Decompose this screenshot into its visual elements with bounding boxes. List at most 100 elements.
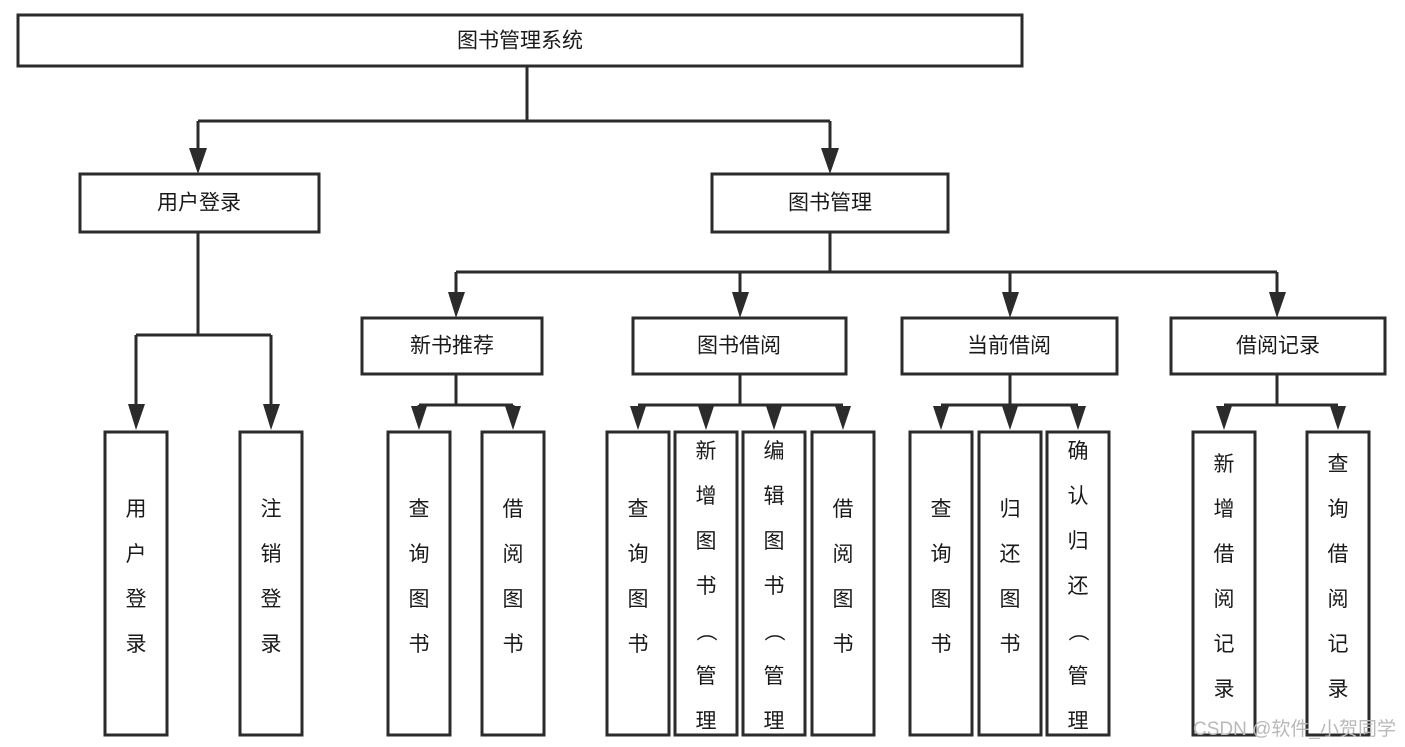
- leaf-label-current-query-glyph: 询: [931, 543, 952, 566]
- leaf-label-user-login-glyph: 录: [126, 633, 147, 656]
- leaf-label-borrow-edit-glyph: （: [762, 621, 785, 642]
- leaf-label-record-add-glyph: 录: [1214, 678, 1235, 701]
- node-root-box[interactable]: [16, 13, 1024, 68]
- node-user-login[interactable]: 用户登录: [78, 172, 321, 234]
- leaf-node-current-return[interactable]: [977, 430, 1043, 737]
- leaf-label-record-query-glyph: 查: [1328, 453, 1349, 476]
- node-new-book-recommend-label: 新书推荐: [410, 335, 494, 358]
- leaf-node-borrow-edit[interactable]: [741, 430, 807, 737]
- node-user-login-box[interactable]: [78, 172, 321, 234]
- leaf-borrow-lend-box[interactable]: [810, 430, 876, 737]
- node-borrow-record-box[interactable]: [1169, 316, 1387, 376]
- node-book-manage-label: 图书管理: [788, 192, 872, 215]
- node-book-manage-box[interactable]: [710, 172, 950, 234]
- leaf-node-newbook-borrow[interactable]: [480, 430, 546, 737]
- arrowhead-bookborrow-leaf-1: [630, 406, 646, 430]
- node-book-borrow-box[interactable]: [631, 316, 848, 376]
- node-new-book-recommend-box[interactable]: [360, 316, 544, 376]
- node-book-borrow[interactable]: 图书借阅: [631, 316, 848, 376]
- leaf-label-record-query-glyph: 记: [1328, 633, 1349, 656]
- leaf-user-login-box[interactable]: [103, 430, 169, 737]
- node-book-manage[interactable]: 图书管理: [710, 172, 950, 234]
- leaf-node-newbook-query[interactable]: [386, 430, 452, 737]
- leaf-newbook-query-box[interactable]: [386, 430, 452, 737]
- leaf-label-current-return-glyph: 书: [1000, 633, 1021, 656]
- leaf-label-record-add-glyph: 记: [1214, 633, 1235, 656]
- leaf-record-query-box[interactable]: [1305, 430, 1371, 737]
- leaf-record-add-box[interactable]: [1191, 430, 1257, 737]
- leaf-node-logout[interactable]: [238, 430, 304, 737]
- leaf-node-record-add[interactable]: [1191, 430, 1257, 737]
- leaf-current-return-box[interactable]: [977, 430, 1043, 737]
- node-borrow-record[interactable]: 借阅记录: [1169, 316, 1387, 376]
- leaf-label-borrow-add-glyph: 理: [696, 710, 717, 733]
- leaf-node-borrow-add[interactable]: [673, 430, 739, 737]
- leaf-label-newbook-borrow-glyph: 书: [503, 633, 524, 656]
- arrowhead-borrowrecord-leaf-1: [1216, 406, 1232, 430]
- arrowhead-leaf-user-login: [128, 404, 145, 430]
- leaf-label-borrow-add-glyph: 书: [696, 575, 717, 598]
- leaf-borrow-edit-box[interactable]: [741, 430, 807, 737]
- leaf-label-user-login-glyph: 登: [126, 588, 147, 611]
- leaf-borrow-query-box[interactable]: [605, 430, 671, 737]
- leaf-node-current-query[interactable]: [908, 430, 974, 737]
- leaf-label-borrow-query-glyph: 查: [628, 498, 649, 521]
- arrowhead-leaf-logout: [263, 404, 280, 430]
- arrowhead-bookborrow-leaf-4: [835, 406, 851, 430]
- leaf-label-record-query-glyph: 询: [1328, 498, 1349, 521]
- leaf-node-borrow-query[interactable]: [605, 430, 671, 737]
- node-user-login-label: 用户登录: [157, 192, 241, 215]
- leaf-label-logout-glyph: 登: [261, 588, 282, 611]
- leaf-label-newbook-borrow-glyph: 阅: [503, 543, 524, 566]
- node-current-borrow[interactable]: 当前借阅: [900, 316, 1119, 376]
- leaf-label-record-query-glyph: 录: [1328, 678, 1349, 701]
- leaf-label-borrow-query-glyph: 书: [628, 633, 649, 656]
- leaf-logout-box[interactable]: [238, 430, 304, 737]
- leaf-label-borrow-add-glyph: （: [694, 621, 717, 642]
- leaf-label-current-confirm-glyph: 归: [1068, 530, 1089, 553]
- leaf-label-current-confirm-glyph: 还: [1068, 575, 1089, 598]
- leaf-label-newbook-query-glyph: 询: [409, 543, 430, 566]
- leaf-label-current-query-glyph: 查: [931, 498, 952, 521]
- leaf-label-borrow-lend-glyph: 图: [833, 588, 854, 611]
- node-root-system[interactable]: 图书管理系统: [16, 13, 1024, 68]
- leaf-node-current-confirm[interactable]: [1045, 430, 1111, 737]
- leaf-newbook-borrow-box[interactable]: [480, 430, 546, 737]
- leaf-node-record-query[interactable]: [1305, 430, 1371, 737]
- leaf-label-borrow-query-glyph: 图: [628, 588, 649, 611]
- leaf-label-current-confirm-glyph: 认: [1068, 485, 1089, 508]
- leaf-label-user-login-glyph: 用: [126, 498, 147, 521]
- leaf-label-logout-glyph: 录: [261, 633, 282, 656]
- arrowhead-bookborrow-leaf-2: [698, 406, 714, 430]
- leaf-label-newbook-query-glyph: 查: [409, 498, 430, 521]
- node-current-borrow-box[interactable]: [900, 316, 1119, 376]
- csdn-watermark: CSDN @软件_小贺同学: [1193, 718, 1396, 740]
- leaf-node-borrow-lend[interactable]: [810, 430, 876, 737]
- leaf-label-borrow-edit-glyph: 书: [764, 575, 785, 598]
- leaf-label-borrow-lend-glyph: 书: [833, 633, 854, 656]
- leaf-label-borrow-edit-glyph: 管: [764, 665, 785, 688]
- arrowhead-currentborrow-leaf-2: [1002, 406, 1018, 430]
- arrowhead-currentborrow-leaf-1: [933, 406, 949, 430]
- leaf-label-user-login: 用户登录: [126, 498, 147, 656]
- leaf-label-record-query-glyph: 借: [1328, 543, 1349, 566]
- leaf-current-query-box[interactable]: [908, 430, 974, 737]
- leaf-label-borrow-add-glyph: 图: [696, 530, 717, 553]
- node-new-book-recommend[interactable]: 新书推荐: [360, 316, 544, 376]
- leaf-borrow-add-box[interactable]: [673, 430, 739, 737]
- arrowhead-newbook-leaf-2: [505, 406, 521, 430]
- leaf-node-user-login[interactable]: [103, 430, 169, 737]
- node-root-label: 图书管理系统: [457, 30, 583, 53]
- leaf-label-borrow-lend-glyph: 阅: [833, 543, 854, 566]
- leaf-label-current-return-glyph: 图: [1000, 588, 1021, 611]
- leaf-current-confirm-box[interactable]: [1045, 430, 1111, 737]
